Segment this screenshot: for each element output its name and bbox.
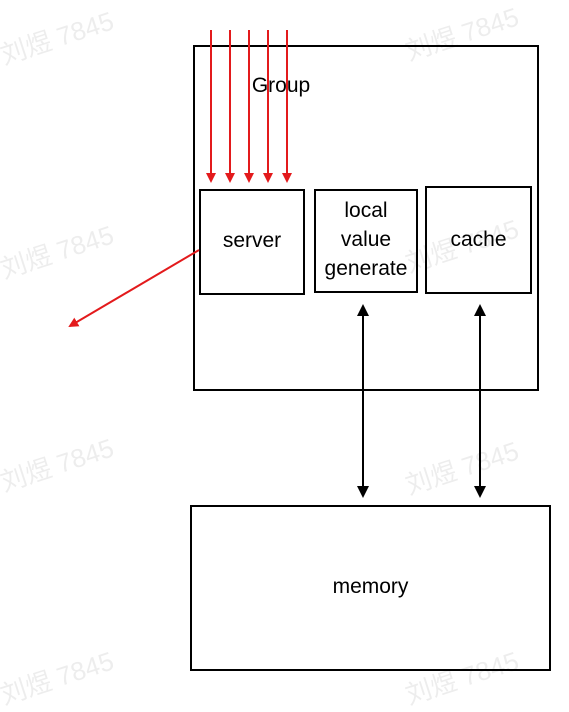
diagram-edges — [68, 30, 486, 498]
cache-label: cache — [450, 228, 507, 251]
local-value-generate-line: generate — [324, 256, 408, 280]
server-node — [199, 189, 305, 295]
local-value-generate-label: local value generate — [314, 193, 418, 285]
server-label: server — [222, 229, 282, 252]
local-value-generate-node — [314, 189, 418, 293]
memory-label: memory — [332, 575, 409, 598]
cache-node — [425, 186, 532, 294]
local-value-generate-line: value — [340, 227, 392, 251]
response-arrow — [68, 249, 200, 328]
local-value-generate-line: local — [344, 198, 388, 222]
group-label: Group — [251, 74, 311, 97]
memory-node — [190, 505, 551, 671]
